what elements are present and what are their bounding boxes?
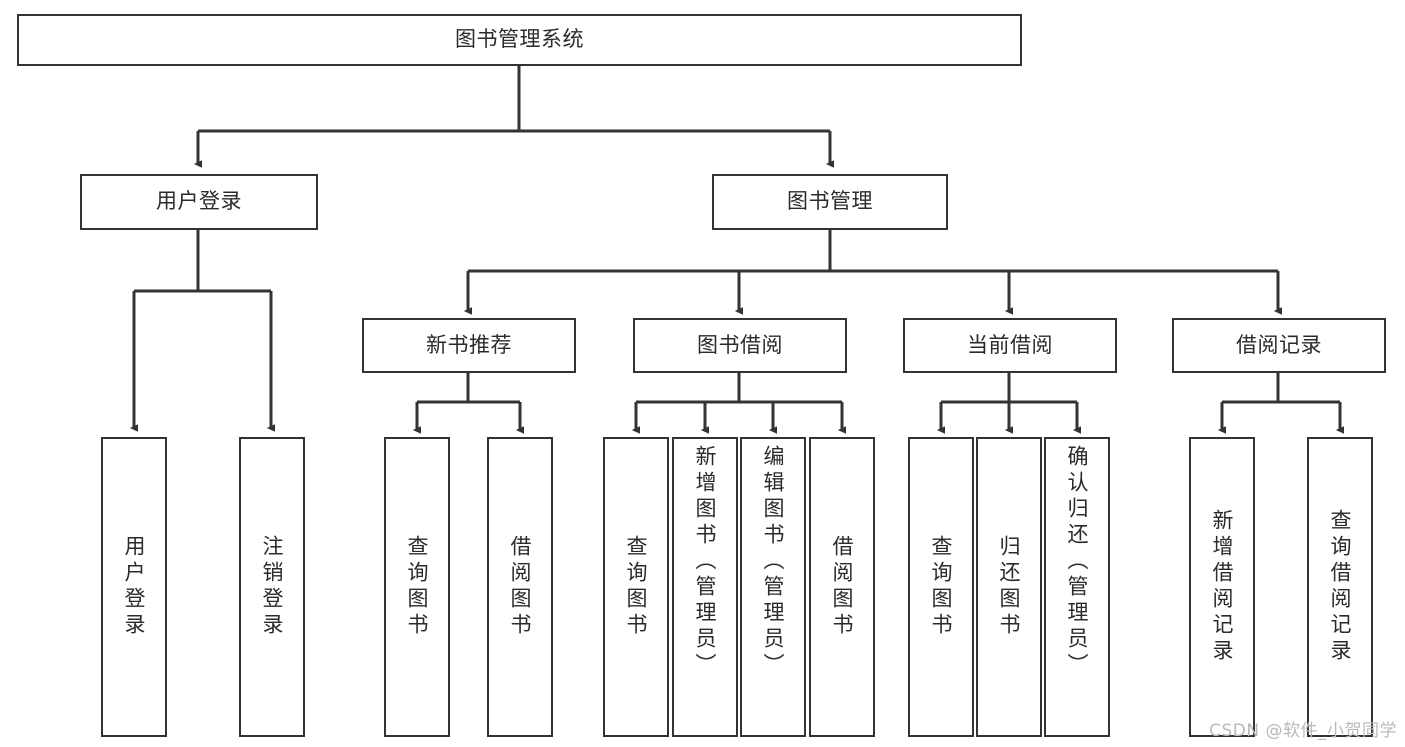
edges-book-borrow-to-leaves — [631, 373, 847, 434]
leaf-add-borrow-record-label: 新增借阅记录 — [1210, 509, 1235, 665]
leaf-confirm-return-admin[interactable]: 确认归还（管理员） — [1044, 437, 1110, 737]
leaf-logout-label: 注销登录 — [260, 535, 285, 639]
node-new-book-recommend[interactable]: 新书推荐 — [362, 318, 576, 373]
leaf-query-book-recommend-label: 查询图书 — [405, 535, 430, 639]
leaf-query-book-current[interactable]: 查询图书 — [908, 437, 974, 737]
edges-book-manage-to-level3 — [463, 230, 1283, 315]
node-book-borrow-label: 图书借阅 — [697, 332, 783, 357]
node-user-login[interactable]: 用户登录 — [80, 174, 318, 230]
edges-user-login-to-leaves — [129, 230, 276, 432]
node-root-label: 图书管理系统 — [455, 27, 584, 52]
leaf-borrow-book-recommend-label: 借阅图书 — [508, 535, 533, 639]
leaf-borrow-book-recommend[interactable]: 借阅图书 — [487, 437, 553, 737]
leaf-query-borrow-record[interactable]: 查询借阅记录 — [1307, 437, 1373, 737]
leaf-query-book-borrow[interactable]: 查询图书 — [603, 437, 669, 737]
node-new-book-recommend-label: 新书推荐 — [426, 332, 512, 357]
leaf-user-login[interactable]: 用户登录 — [101, 437, 167, 737]
leaf-query-book-recommend[interactable]: 查询图书 — [384, 437, 450, 737]
node-book-management-label: 图书管理 — [787, 189, 873, 214]
node-root-book-management-system[interactable]: 图书管理系统 — [17, 14, 1022, 66]
leaf-query-book-current-label: 查询图书 — [929, 535, 954, 639]
node-book-borrow[interactable]: 图书借阅 — [633, 318, 847, 373]
leaf-edit-book-admin[interactable]: 编辑图书（管理员） — [740, 437, 806, 737]
node-book-management[interactable]: 图书管理 — [712, 174, 948, 230]
leaf-add-book-admin-label: 新增图书（管理员） — [693, 445, 718, 679]
edges-current-borrow-to-leaves — [936, 373, 1082, 434]
leaf-add-borrow-record[interactable]: 新增借阅记录 — [1189, 437, 1255, 737]
edges-root-to-level2 — [193, 65, 835, 168]
leaf-edit-book-admin-label: 编辑图书（管理员） — [761, 445, 786, 679]
leaf-borrow-book-label: 借阅图书 — [830, 535, 855, 639]
leaf-user-login-label: 用户登录 — [122, 535, 147, 639]
edges-borrow-record-to-leaves — [1217, 373, 1345, 434]
node-borrow-record-label: 借阅记录 — [1236, 332, 1322, 357]
node-user-login-label: 用户登录 — [156, 189, 242, 214]
leaf-add-book-admin[interactable]: 新增图书（管理员） — [672, 437, 738, 737]
edges-new-book-to-leaves — [412, 373, 525, 434]
leaf-return-book-label: 归还图书 — [997, 535, 1022, 639]
leaf-query-book-borrow-label: 查询图书 — [624, 535, 649, 639]
node-current-borrow[interactable]: 当前借阅 — [903, 318, 1117, 373]
node-borrow-record[interactable]: 借阅记录 — [1172, 318, 1386, 373]
leaf-confirm-return-admin-label: 确认归还（管理员） — [1065, 445, 1090, 679]
node-current-borrow-label: 当前借阅 — [967, 332, 1053, 357]
leaf-query-borrow-record-label: 查询借阅记录 — [1328, 509, 1353, 665]
leaf-logout[interactable]: 注销登录 — [239, 437, 305, 737]
leaf-borrow-book[interactable]: 借阅图书 — [809, 437, 875, 737]
leaf-return-book[interactable]: 归还图书 — [976, 437, 1042, 737]
